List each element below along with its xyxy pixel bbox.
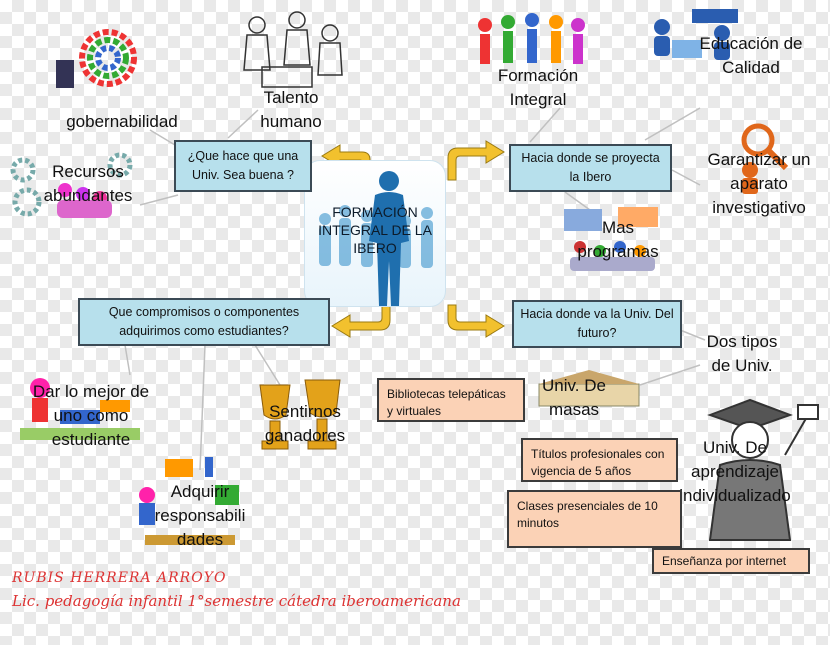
label-recursos-abundantes: Recursos abundantes [43, 162, 133, 205]
label-educacion-calidad: Educación de Calidad [699, 34, 803, 77]
question-box-future-university: Hacia donde va la Univ. Del futuro? [512, 300, 682, 348]
team-meeting-illustration [243, 11, 343, 88]
question-box-ibero-projection: Hacia donde se proyecta la Ibero [509, 144, 672, 192]
label-talento-humano: Talento humano [260, 88, 322, 131]
author-program: Lic. pedagogía infantil 1°semestre cáted… [12, 592, 461, 610]
label-univ-aprendizaje: Univ. De aprendizaje individualizado [679, 438, 791, 505]
gears-people-illustration [10, 152, 133, 218]
people-programs-illustration [564, 207, 658, 271]
note-ensenanza: Enseñanza por internet [652, 548, 810, 574]
author-name: RUBIS HERRERA ARROYO [12, 570, 227, 586]
mass-university-illustration [538, 370, 640, 407]
central-concept-box: FORMACIÓN INTEGRAL DE LA IBERO [304, 160, 446, 307]
note-titulos: Títulos profesionales con vigencia de 5 … [521, 438, 678, 482]
note-bibliotecas: Bibliotecas telepáticas y virtuales [377, 378, 525, 422]
magnifier-figure-illustration [741, 123, 789, 194]
label-sentirnos-ganadores: Sentirnos ganadores [264, 402, 346, 445]
label-adquirir-responsabilidades: Adquirir responsabili dades [154, 482, 246, 549]
people-silhouettes-graphic [319, 171, 433, 306]
label-garantizar-aparato: Garantizar un aparato investigativo [707, 150, 811, 217]
label-gobernabilidad: gobernabilidad [66, 112, 178, 131]
colorful-team-illustration [478, 13, 585, 64]
label-formacion-integral: Formación Integral [497, 66, 579, 109]
label-univ-masas: Univ. De masas [542, 376, 606, 419]
school-supplies-illustration [139, 457, 239, 545]
central-concept-title: FORMACIÓN INTEGRAL DE LA IBERO [318, 204, 432, 256]
question-box-student-commitments: Que compromisos o componentes adquirimos… [78, 298, 330, 346]
label-mas-programas: Mas programas [577, 218, 659, 261]
note-clases: Clases presenciales de 10 minutos [507, 490, 682, 548]
student-books-illustration [20, 378, 140, 440]
label-dos-tipos: Dos tipos de Univ. [706, 332, 778, 375]
graduate-illustration [707, 398, 819, 541]
quality-education-illustration [654, 9, 738, 60]
label-dar-lo-mejor: Dar lo mejor de uno como estudiante [32, 382, 150, 449]
question-box-good-university: ¿Que hace que una Univ. Sea buena ? [174, 140, 312, 192]
crayons-illustration [56, 29, 137, 88]
trophies-illustration [259, 379, 341, 450]
